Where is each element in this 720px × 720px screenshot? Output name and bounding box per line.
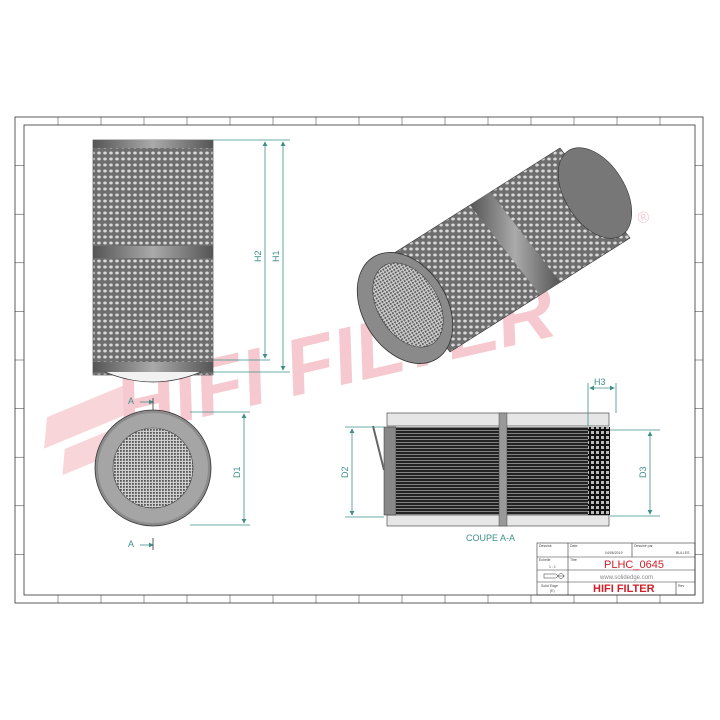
drawing-frame bbox=[14, 116, 704, 604]
dimension-h2: H2 bbox=[253, 250, 263, 262]
dimension-d3: D3 bbox=[638, 466, 648, 478]
title-block: Dessiné Date 04/06/2019 Dessiné par BULL… bbox=[536, 542, 696, 596]
dimension-h3: H3 bbox=[594, 377, 606, 387]
date-label: Date bbox=[570, 544, 577, 548]
rev-label: Rev bbox=[678, 584, 684, 588]
section-view: D2 D3 H3 COUPE A-A bbox=[340, 377, 660, 543]
website: www.solidedge.com bbox=[599, 575, 653, 581]
checked-label: Dessiné par bbox=[634, 544, 654, 548]
checked-by: BULLES bbox=[676, 551, 690, 555]
drawn-label: Dessiné bbox=[539, 544, 552, 548]
scale-value: 1 : 1 bbox=[549, 565, 556, 569]
front-view: H2 H1 bbox=[92, 139, 290, 383]
software-sub: (E) bbox=[550, 589, 555, 593]
brand-name: HIFI FILTER bbox=[593, 583, 655, 595]
dimension-h1: H1 bbox=[271, 250, 281, 262]
isometric-view bbox=[356, 147, 633, 364]
part-number: PLHC_0645 bbox=[604, 559, 664, 571]
scale-label: Echelle bbox=[539, 558, 551, 562]
dimension-d1: D1 bbox=[232, 466, 242, 478]
section-marker-top: A bbox=[128, 396, 134, 406]
section-caption: COUPE A-A bbox=[466, 533, 515, 543]
bottom-view: A A D1 bbox=[94, 396, 250, 550]
dimension-d2: D2 bbox=[340, 466, 350, 478]
registered-mark: ® bbox=[636, 209, 652, 228]
title-label: Titre bbox=[570, 558, 577, 562]
date-value: 04/06/2019 bbox=[605, 551, 623, 555]
projection-symbol-icon bbox=[543, 573, 565, 579]
section-marker-bottom: A bbox=[128, 539, 134, 549]
software-label: Solid Edge bbox=[541, 584, 558, 588]
